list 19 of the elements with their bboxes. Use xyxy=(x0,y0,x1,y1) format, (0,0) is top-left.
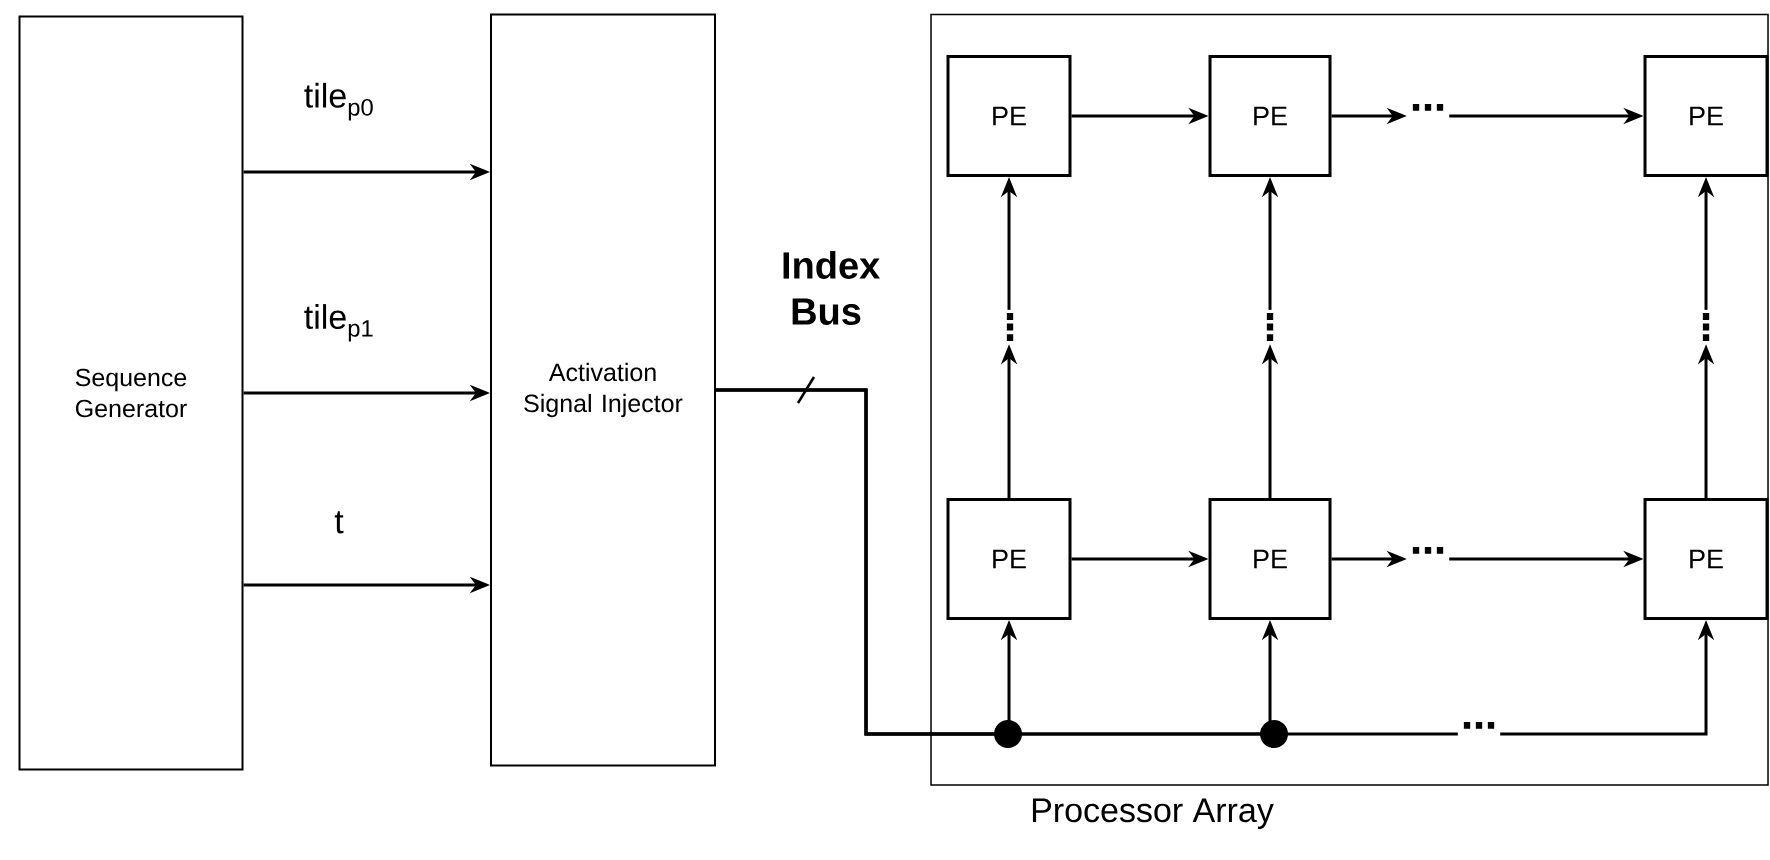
pe-box: PE xyxy=(1208,55,1332,177)
pe-box: PE xyxy=(1643,55,1769,177)
edge-label: tile$_{p1}$ xyxy=(304,304,373,342)
pe-box: PE xyxy=(1208,498,1332,620)
edge-label: tile$_{p0}$ xyxy=(304,82,373,121)
ellipsis: ⋯ xyxy=(1412,547,1444,554)
ellipsis: ⋯ xyxy=(1412,104,1444,111)
process-box: Sequence Generator xyxy=(18,15,244,771)
process-box: Activation Signal Injector xyxy=(490,13,716,767)
ellipsis: ⋮ xyxy=(1006,313,1014,341)
ellipsis: ⋮ xyxy=(1266,313,1274,341)
edge-label: Index Bus xyxy=(783,251,880,325)
frame-title: Processor Array xyxy=(1032,798,1274,829)
pe-box: PE xyxy=(1643,498,1769,620)
pe-box: PE xyxy=(946,498,1072,620)
edge-label: t xyxy=(334,511,344,534)
ellipsis: ⋮ xyxy=(1702,313,1710,341)
ellipsis: ⋯ xyxy=(1463,722,1495,729)
pe-box: PE xyxy=(946,55,1072,177)
